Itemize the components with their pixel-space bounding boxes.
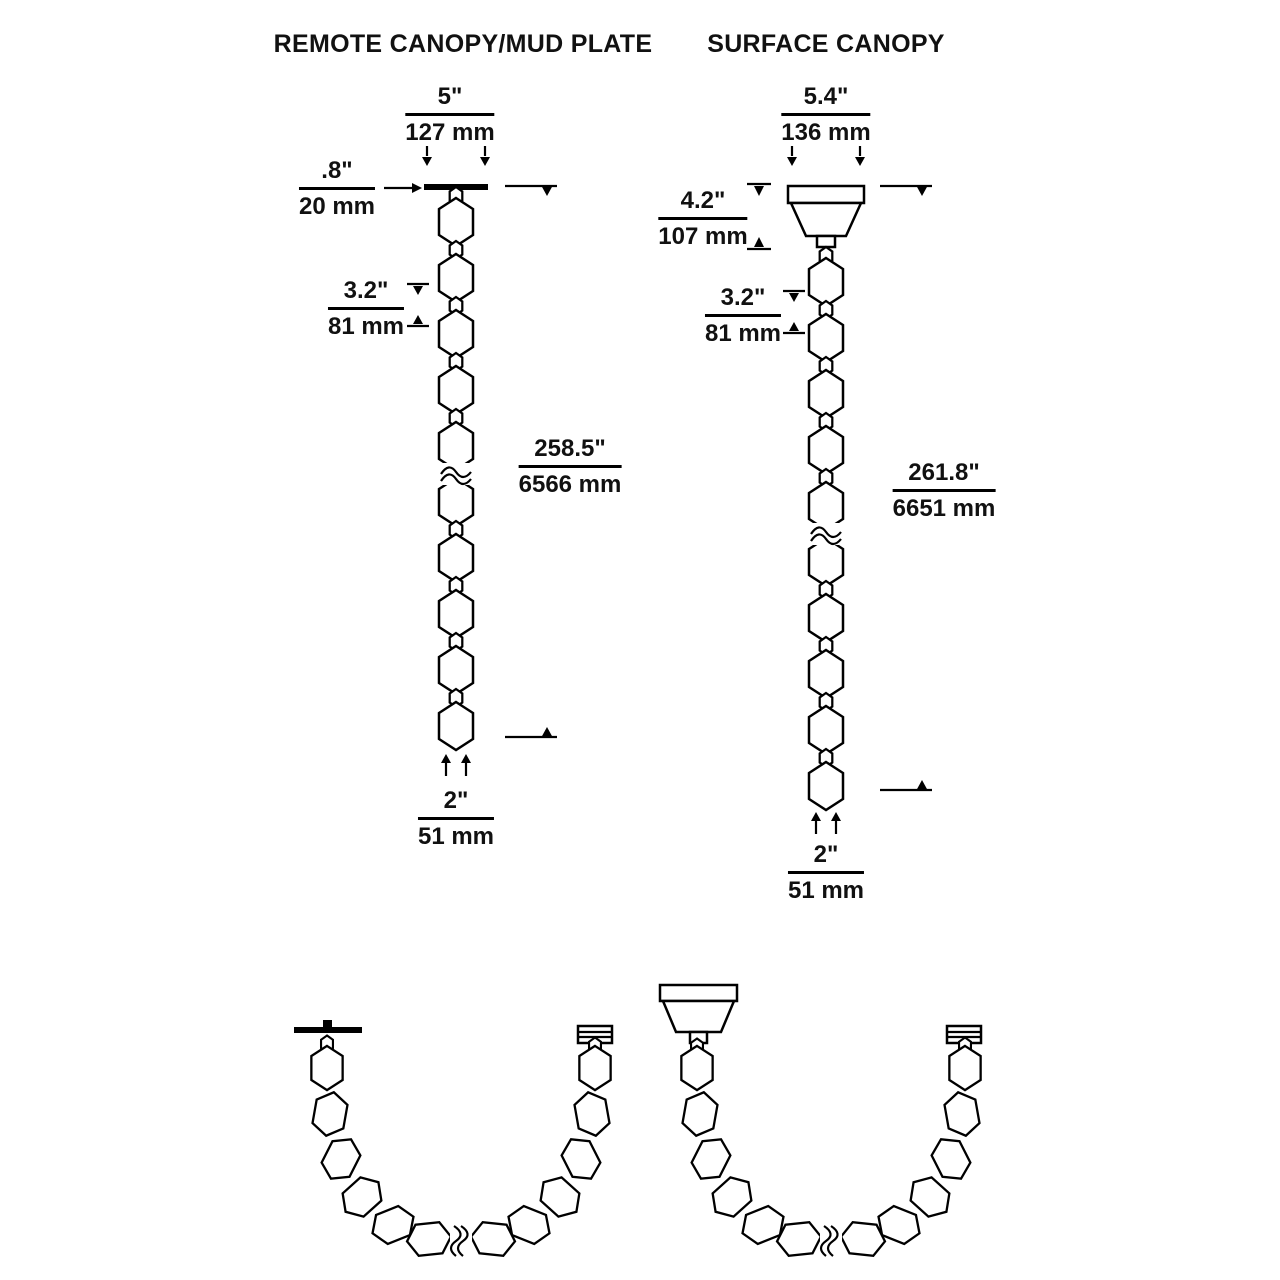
dim-inches: 3.2" [327, 278, 405, 311]
dim-remote-link-height: 3.2" 81 mm [327, 278, 405, 341]
dim-surface-bottom-width: 2" 51 mm [787, 842, 865, 905]
dim-millimeters: 6566 mm [518, 471, 622, 499]
dim-remote-bottom-width: 2" 51 mm [417, 788, 495, 851]
remote-chain [437, 185, 475, 752]
surface-title: SURFACE CANOPY [707, 30, 945, 58]
surface-swag-chain [679, 1036, 983, 1259]
dim-surface-canopy-height: 4.2" 107 mm [658, 188, 748, 251]
dim-millimeters: 107 mm [658, 223, 748, 251]
dim-inches: 2" [787, 842, 865, 875]
dim-remote-canopy-height: .8" 20 mm [298, 158, 376, 221]
dim-millimeters: 127 mm [405, 119, 495, 147]
surface-canopy-top [786, 184, 866, 205]
dim-surface-top-width: 5.4" 136 mm [781, 84, 871, 147]
dim-millimeters: 136 mm [781, 119, 871, 147]
surface-canopy-stem [815, 234, 837, 249]
dim-millimeters: 81 mm [327, 313, 405, 341]
dim-millimeters: 51 mm [417, 823, 495, 851]
remote-swag-chain [309, 1034, 613, 1259]
dim-inches: 258.5" [518, 436, 622, 469]
dim-inches: .8" [298, 158, 376, 191]
dim-inches: 4.2" [658, 188, 748, 221]
dim-millimeters: 51 mm [787, 877, 865, 905]
dim-millimeters: 81 mm [704, 320, 782, 348]
dim-millimeters: 6651 mm [892, 495, 996, 523]
dim-millimeters: 20 mm [298, 193, 376, 221]
remote-drawing [384, 146, 557, 776]
dim-inches: 3.2" [704, 285, 782, 318]
surface-canopy-body [789, 201, 863, 238]
remote-dimension-lines [384, 146, 557, 776]
dim-surface-link-height: 3.2" 81 mm [704, 285, 782, 348]
mount-stub [323, 1020, 332, 1027]
surface-dimension-lines [747, 146, 932, 834]
surface-canopy-body [661, 999, 736, 1034]
remote-hanging-view [294, 1020, 614, 1259]
dim-remote-top-width: 5" 127 mm [405, 84, 495, 147]
dim-remote-overall-length: 258.5" 6566 mm [518, 436, 622, 499]
surface-chain [807, 245, 845, 812]
dim-inches: 2" [417, 788, 495, 821]
surface-canopy-top [658, 983, 739, 1003]
surface-hanging-view [658, 983, 983, 1259]
dim-surface-overall-length: 261.8" 6651 mm [892, 460, 996, 523]
remote-title: REMOTE CANOPY/MUD PLATE [273, 30, 653, 58]
surface-drawing [747, 146, 932, 834]
dim-inches: 261.8" [892, 460, 996, 493]
mud-plate [294, 1027, 362, 1033]
dim-inches: 5.4" [781, 84, 871, 117]
dim-inches: 5" [405, 84, 495, 117]
